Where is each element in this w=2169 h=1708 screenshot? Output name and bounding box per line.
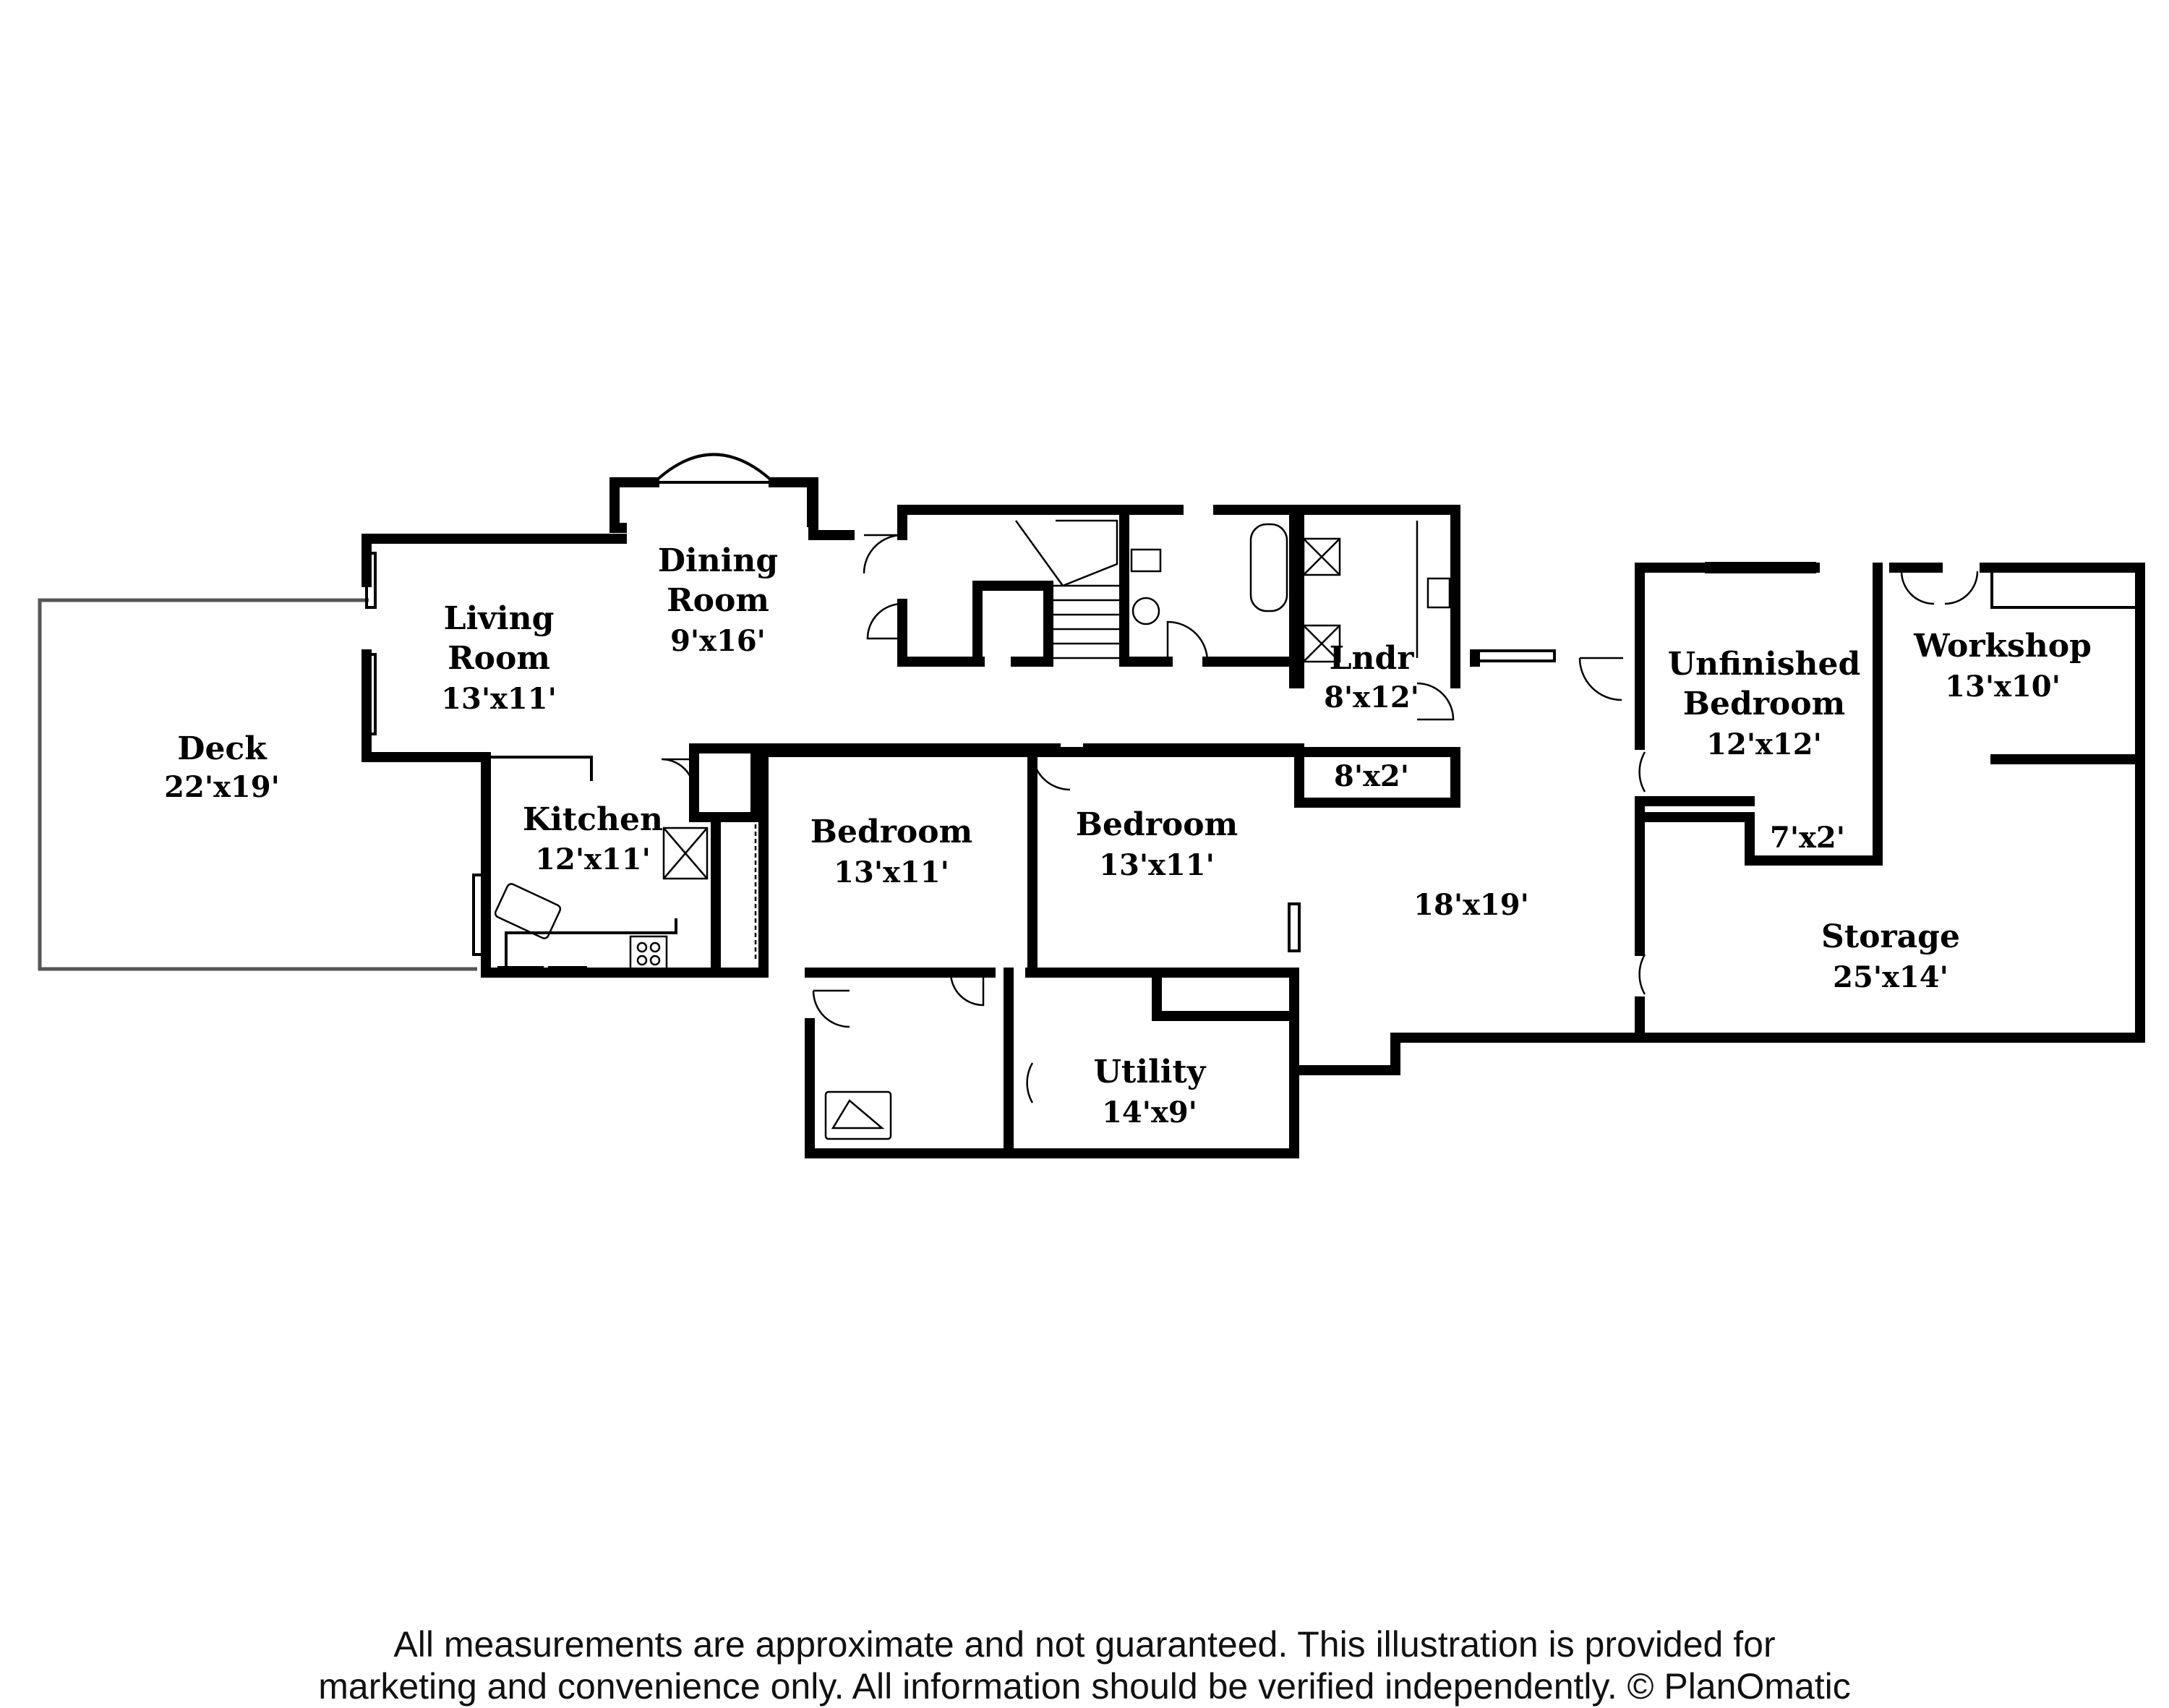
open-room-dim: 18'x19' — [1413, 888, 1529, 922]
stairs — [1014, 519, 1124, 662]
room-labels: Deck 22'x19' Living Room 13'x11' Dining … — [164, 542, 2092, 1130]
closet-8x2-dim: 8'x2' — [1334, 759, 1409, 793]
fixtures — [365, 453, 2138, 1140]
living-room-name-2: Room — [448, 640, 550, 677]
dining-room-name-2: Room — [667, 582, 769, 619]
laundry-dim: 8'x12' — [1324, 680, 1419, 714]
disclaimer-line-1: All measurements are approximate and not… — [393, 1624, 1776, 1665]
unfinished-bedroom-name-1: Unfinished — [1668, 646, 1861, 683]
utility-name: Utility — [1094, 1054, 1207, 1090]
workshop-name: Workshop — [1913, 628, 2092, 665]
storage-dim: 25'x14' — [1833, 960, 1948, 994]
unfinished-bedroom-name-2: Bedroom — [1683, 686, 1845, 722]
workshop-dim: 13'x10' — [1945, 670, 2061, 704]
bedroom-1-dim: 13'x11' — [834, 855, 949, 889]
deck-outline — [38, 598, 477, 971]
disclaimer-line-2: marketing and convenience only. All info… — [318, 1666, 1851, 1707]
bedroom-1-name: Bedroom — [810, 814, 972, 850]
laundry-name: Lndr — [1330, 640, 1415, 677]
bedroom-2-name: Bedroom — [1076, 806, 1238, 843]
kitchen-dim: 12'x11' — [535, 842, 651, 876]
dining-room-dim: 9'x16' — [670, 624, 766, 658]
living-room-dim: 13'x11' — [441, 682, 557, 716]
closet-7x2-dim: 7'x2' — [1770, 821, 1845, 855]
deck-name: Deck — [177, 730, 268, 767]
utility-dim: 14'x9' — [1102, 1096, 1197, 1130]
bedroom-2-dim: 13'x11' — [1099, 848, 1215, 882]
dining-room-name-1: Dining — [658, 542, 778, 579]
deck-dim: 22'x19' — [164, 770, 280, 804]
disclaimer: All measurements are approximate and not… — [0, 1623, 2169, 1707]
living-room-name-1: Living — [444, 600, 555, 637]
unfinished-bedroom-dim: 12'x12' — [1706, 727, 1822, 761]
storage-name: Storage — [1821, 918, 1960, 955]
interior-walls — [481, 505, 2145, 1158]
kitchen-name: Kitchen — [523, 801, 663, 838]
